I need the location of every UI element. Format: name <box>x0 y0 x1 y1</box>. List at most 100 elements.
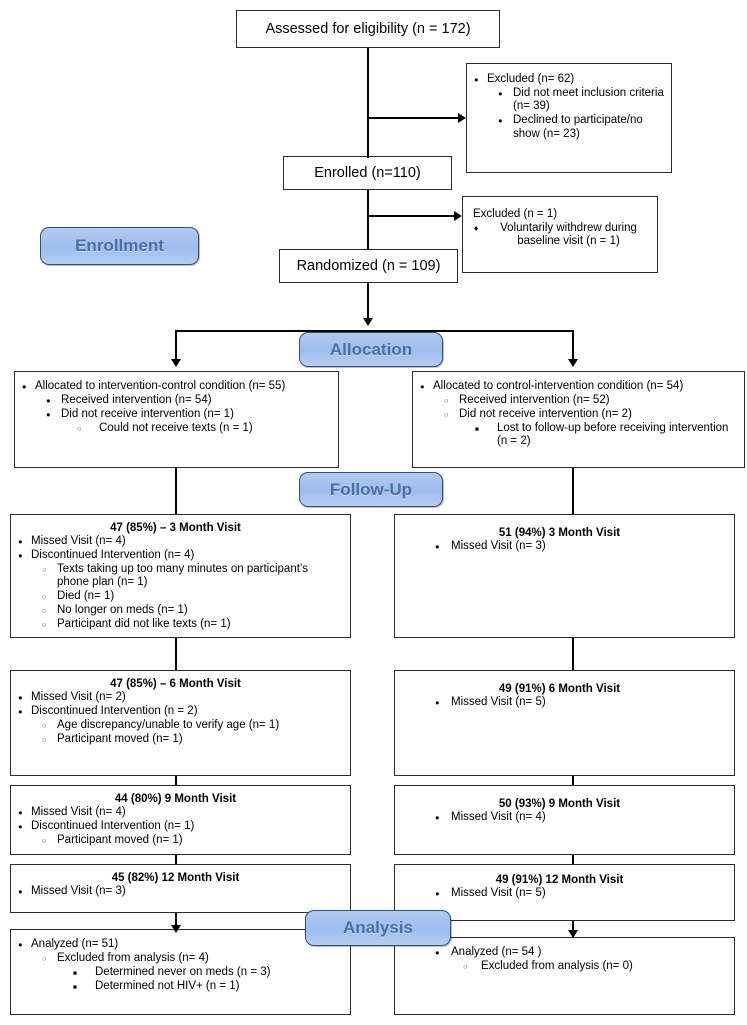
list-item: Could not receive texts (n = 1) <box>15 422 330 435</box>
list-item-text: Missed Visit (n= 3) <box>451 540 546 552</box>
followup-header: 47 (85%) – 3 Month Visit <box>110 522 241 534</box>
box-analysis-left: Analyzed (n= 51) Excluded from analysis … <box>10 929 351 1015</box>
list-item: Determined not HIV+ (n = 1) <box>11 980 340 993</box>
list-item-text: Missed Visit (n= 5) <box>451 696 546 708</box>
box-analysis-right: Analyzed (n= 54 ) Excluded from analysis… <box>394 937 735 1015</box>
arrow-allocation-left <box>170 359 181 367</box>
list-item: Voluntarily withdrew during baseline vis… <box>463 222 650 249</box>
bullet-circle-icon <box>42 834 47 847</box>
stage-label-analysis: Analysis <box>343 918 413 937</box>
list-item-text: Missed Visit (n= 3) <box>31 885 126 897</box>
connector-allocation-right-drop <box>572 330 574 362</box>
list-item: Allocated to control-intervention condit… <box>413 380 736 393</box>
connector-right-3m-to-6m <box>572 638 574 670</box>
list-item: Discontinued Intervention (n = 2) <box>11 705 340 718</box>
list-item-text: Did not receive intervention (n= 2) <box>459 407 632 420</box>
randomized-label: Randomized (n = 109) <box>296 258 441 274</box>
list-item: Did not receive intervention (n= 1) <box>15 408 330 421</box>
followup-header: 47 (85%) – 6 Month Visit <box>110 678 241 690</box>
bullet-disc-icon <box>435 696 440 709</box>
list-item: Received intervention (n= 54) <box>15 394 330 407</box>
connector-right-6m-to-9m <box>572 776 574 785</box>
stage-badge-analysis: Analysis <box>305 910 451 946</box>
followup-left-6-month-list: Missed Visit (n= 2) Discontinued Interve… <box>11 691 340 746</box>
bullet-circle-icon <box>42 618 47 631</box>
list-item: Age discrepancy/unable to verify age (n=… <box>11 719 340 732</box>
list-item-text: Allocated to control-intervention condit… <box>433 380 684 392</box>
connector-left-alloc-to-followup <box>175 468 177 514</box>
bullet-disc-icon <box>18 806 23 819</box>
bullet-circle-icon <box>42 733 47 746</box>
list-item-text: Excluded from analysis (n= 4) <box>57 951 209 964</box>
list-item-text: Missed Visit (n= 4) <box>31 535 126 547</box>
list-item: Excluded (n= 62) <box>467 73 665 86</box>
list-item-text: Missed Visit (n= 5) <box>451 887 546 899</box>
bullet-disc-icon <box>18 549 23 562</box>
allocation-right-list: Allocated to control-intervention condit… <box>413 380 736 449</box>
list-item-text: Analyzed (n= 51) <box>31 938 119 950</box>
list-item-text: Did not meet inclusion criteria (n= 39) <box>513 86 664 113</box>
connector-right-9m-to-12m <box>572 855 574 864</box>
list-item: Declined to participate/no show (n= 23) <box>467 114 665 141</box>
connector-right-alloc-to-followup <box>572 468 574 514</box>
bullet-square-icon <box>475 422 479 436</box>
connector-left-3m-to-6m <box>175 638 177 670</box>
list-item: Excluded from analysis (n= 4) <box>11 952 340 965</box>
connector-allocation-split <box>175 330 573 332</box>
bullet-disc-icon <box>18 885 23 898</box>
list-item: Received intervention (n= 52) <box>413 394 736 407</box>
list-item-text: Missed Visit (n= 4) <box>31 806 126 818</box>
connector-left-6m-to-9m <box>175 776 177 785</box>
box-randomized: Randomized (n = 109) <box>279 249 458 283</box>
followup-header: 49 (91%) 12 Month Visit <box>495 874 624 886</box>
list-item-text: No longer on meds (n= 1) <box>57 604 188 617</box>
excluded-baseline-list: Excluded (n = 1) Voluntarily withdrew du… <box>463 208 650 249</box>
connector-left-9m-to-12m <box>175 855 177 864</box>
box-followup-left-9-month: 44 (80%) 9 Month Visit Missed Visit (n= … <box>10 785 351 855</box>
stage-badge-allocation: Allocation <box>299 332 443 367</box>
list-item-text: Excluded (n = 1) <box>473 208 558 220</box>
box-enrolled: Enrolled (n=110) <box>283 156 452 190</box>
list-item: Determined never on meds (n = 3) <box>11 966 340 979</box>
analysis-right-list: Analyzed (n= 54 ) Excluded from analysis… <box>395 946 724 973</box>
box-followup-right-6-month: 49 (91%) 6 Month Visit Missed Visit (n= … <box>394 670 735 776</box>
list-item-text: Discontinued Intervention (n= 1) <box>31 819 195 832</box>
list-item: Participant did not like texts (n= 1) <box>11 618 340 631</box>
arrow-left-to-analysis <box>170 925 181 933</box>
list-item: Analyzed (n= 54 ) <box>395 946 724 959</box>
list-item: Missed Visit (n= 5) <box>395 887 724 900</box>
bullet-disc-icon <box>435 540 440 553</box>
bullet-disc-icon <box>435 887 440 900</box>
stage-label-followup: Follow-Up <box>329 479 413 499</box>
followup-header: 49 (91%) 6 Month Visit <box>498 683 621 695</box>
excluded-screening-list: Excluded (n= 62) Did not meet inclusion … <box>467 73 665 141</box>
box-followup-right-3-month: 51 (94%) 3 Month Visit Missed Visit (n= … <box>394 514 735 638</box>
arrow-to-excluded-screening <box>458 113 466 123</box>
connector-allocation-left-drop <box>175 330 177 362</box>
box-assessed-for-eligibility: Assessed for eligibility (n = 172) <box>236 10 500 48</box>
connector-assessed-to-enrolled <box>367 48 369 158</box>
bullet-disc-icon <box>435 946 440 959</box>
list-item-text: Missed Visit (n= 2) <box>31 691 126 703</box>
bullet-circle-icon <box>42 719 47 732</box>
list-item-text: Age discrepancy/unable to verify age (n=… <box>57 718 280 731</box>
list-item: Missed Visit (n= 3) <box>11 885 340 898</box>
arrow-right-to-analysis <box>567 930 578 938</box>
list-item-text: Participant did not like texts (n= 1) <box>57 617 231 630</box>
bullet-disc-icon <box>18 705 23 718</box>
list-item-text: Texts taking up too many minutes on part… <box>57 562 309 589</box>
list-item-text: Declined to participate/no show (n= 23) <box>513 114 643 140</box>
bullet-disc-icon <box>498 87 503 100</box>
list-item-text: Voluntarily withdrew during baseline vis… <box>500 221 637 248</box>
bullet-circle-icon <box>444 394 449 407</box>
list-item: Participant moved (n= 1) <box>11 733 340 746</box>
followup-header: 44 (80%) 9 Month Visit <box>114 793 237 805</box>
bullet-disc-icon <box>435 811 440 824</box>
arrow-to-excluded-baseline <box>454 211 462 221</box>
list-item-text: Discontinued Intervention (n= 4) <box>31 548 195 561</box>
list-item-text: Died (n= 1) <box>57 590 115 603</box>
followup-header: 45 (82%) 12 Month Visit <box>111 872 240 884</box>
list-item-text: Did not receive intervention (n= 1) <box>61 407 234 420</box>
bullet-disc-icon <box>474 73 479 86</box>
list-item: Missed Visit (n= 5) <box>395 696 724 709</box>
